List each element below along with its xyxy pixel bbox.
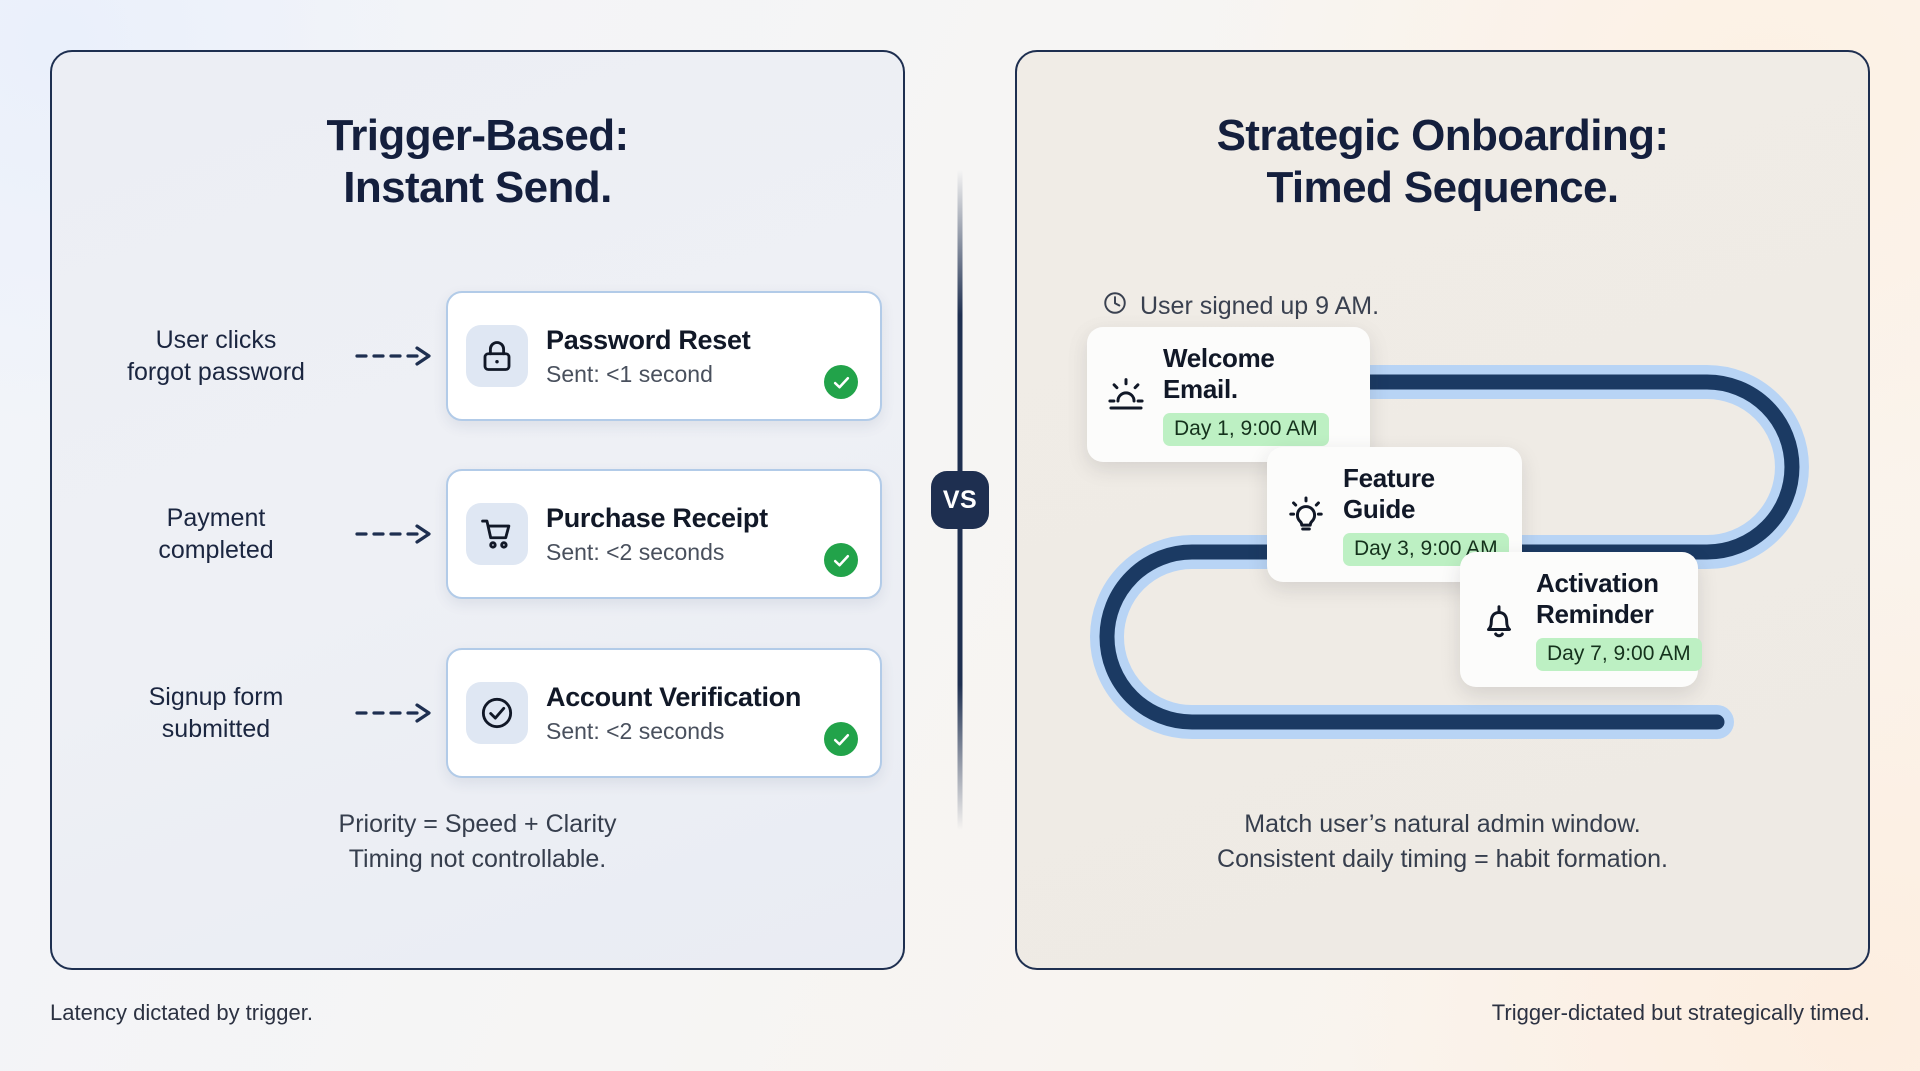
caption-right: Trigger-dictated but strategically timed… <box>1491 1000 1870 1025</box>
trigger-label-line-1: User clicks <box>155 325 277 354</box>
card-subtitle: Sent: <2 seconds <box>546 538 725 565</box>
vs-badge: VS <box>931 471 989 529</box>
right-title-line-2: Timed Sequence. <box>1266 162 1619 212</box>
card-title: Purchase Receipt <box>546 502 768 533</box>
timeline-card-title-line-1: Activation <box>1536 568 1659 598</box>
timeline-card-chip: Day 1, 9:00 AM <box>1163 413 1329 447</box>
panel-strategic-onboarding: Strategic Onboarding: Timed Sequence. Us… <box>1015 50 1870 970</box>
trigger-label-line-1: Signup form <box>148 682 284 711</box>
left-panel-title: Trigger-Based: Instant Send. <box>52 110 903 214</box>
email-card[interactable]: Account Verification Sent: <2 seconds <box>446 648 882 778</box>
signup-note: User signed up 9 AM. <box>1102 290 1379 323</box>
status-check-icon <box>824 722 858 756</box>
timeline-card-title: Activation Reminder <box>1536 568 1702 629</box>
right-panel-title: Strategic Onboarding: Timed Sequence. <box>1017 110 1868 214</box>
card-title: Account Verification <box>546 681 802 712</box>
right-title-line-1: Strategic Onboarding: <box>1216 111 1669 160</box>
panel-trigger-based: Trigger-Based: Instant Send. User clicks… <box>50 50 905 970</box>
trigger-label-line-2: submitted <box>161 715 271 743</box>
card-subtitle: Sent: <1 second <box>546 360 713 387</box>
right-footnote-line-1: Match user’s natural admin window. <box>1244 810 1641 838</box>
left-title-line-1: Trigger-Based: <box>326 111 629 160</box>
timeline-card-chip: Day 7, 9:00 AM <box>1536 638 1702 672</box>
trigger-label: Payment completed <box>82 502 350 567</box>
timeline-card[interactable]: Activation Reminder Day 7, 9:00 AM <box>1460 552 1702 688</box>
check-circle-outline-icon <box>466 682 528 744</box>
trigger-label: Signup form submitted <box>82 681 350 746</box>
trigger-label: User clicks forgot password <box>82 324 350 389</box>
left-footnote-line-2: Timing not controllable. <box>348 844 607 873</box>
timeline-card-body: Welcome Email. Day 1, 9:00 AM <box>1163 343 1348 447</box>
trigger-row: User clicks forgot password <box>82 290 882 422</box>
trigger-label-line-1: Payment <box>166 503 266 532</box>
card-subtitle: Sent: <2 seconds <box>546 717 725 744</box>
clock-icon <box>1102 290 1128 323</box>
trigger-label-line-2: forgot password <box>127 358 305 386</box>
trigger-row: Signup form submitted Account Verificat <box>82 647 882 779</box>
trigger-label-line-2: completed <box>158 536 274 564</box>
card-text: Password Reset Sent: <1 second <box>546 325 806 388</box>
caption-left: Latency dictated by trigger. <box>50 1000 313 1025</box>
timeline-card-title: Feature Guide <box>1343 463 1435 524</box>
timeline-card-body: Activation Reminder Day 7, 9:00 AM <box>1536 568 1702 672</box>
signup-note-text: User signed up 9 AM. <box>1140 292 1380 320</box>
timeline-card-title: Welcome Email. <box>1163 343 1275 404</box>
email-card[interactable]: Password Reset Sent: <1 second <box>446 291 882 421</box>
right-footnote-line-2: Consistent daily timing = habit formatio… <box>1217 844 1668 873</box>
left-title-line-2: Instant Send. <box>343 162 612 212</box>
dashed-arrow-icon <box>350 523 446 545</box>
left-panel-footnote: Priority = Speed + Clarity Timing not co… <box>52 807 903 876</box>
timeline-card-body: Feature Guide Day 3, 9:00 AM <box>1343 463 1509 567</box>
vs-divider: VS <box>930 170 990 830</box>
dashed-arrow-icon <box>350 702 446 724</box>
timeline-card[interactable]: Welcome Email. Day 1, 9:00 AM <box>1087 327 1370 463</box>
status-check-icon <box>824 543 858 577</box>
dashed-arrow-icon <box>350 345 446 367</box>
bell-icon <box>1478 599 1520 641</box>
trigger-row: Payment completed Purchase <box>82 468 882 600</box>
card-title: Password Reset <box>546 324 751 355</box>
sunrise-icon <box>1105 374 1147 416</box>
timeline-card-title-line-2: Reminder <box>1536 598 1654 629</box>
status-check-icon <box>824 365 858 399</box>
lightbulb-icon <box>1285 494 1327 536</box>
lock-icon <box>466 325 528 387</box>
card-text: Purchase Receipt Sent: <2 seconds <box>546 503 806 566</box>
left-footnote-line-1: Priority = Speed + Clarity <box>338 810 617 838</box>
right-panel-footnote: Match user’s natural admin window. Consi… <box>1017 807 1868 876</box>
email-card[interactable]: Purchase Receipt Sent: <2 seconds <box>446 469 882 599</box>
card-text: Account Verification Sent: <2 seconds <box>546 682 806 745</box>
shopping-cart-icon <box>466 503 528 565</box>
